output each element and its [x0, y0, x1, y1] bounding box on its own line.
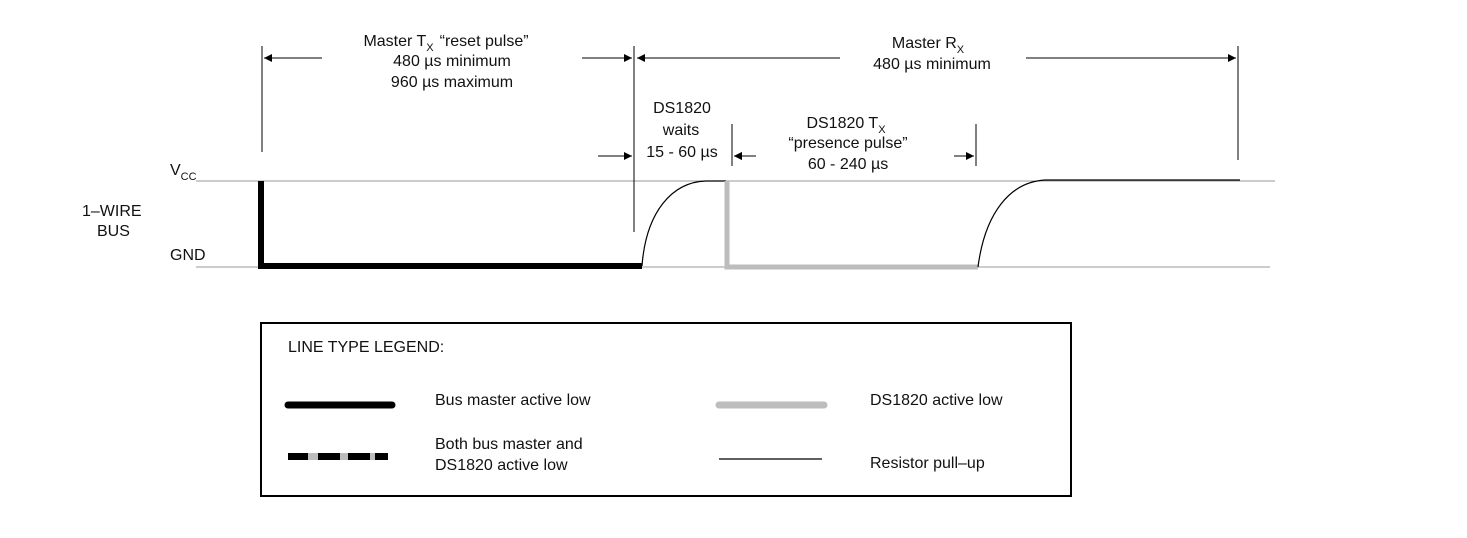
legend-label-ds1820: DS1820 active low	[870, 392, 1003, 409]
ds-waits-line1: DS1820	[653, 100, 711, 117]
pullup-recovery-2	[977, 179, 1240, 268]
master-tx-label: Master TX“reset pulse”	[363, 33, 528, 54]
master-rx-label: Master RX	[892, 35, 965, 56]
legend-label-both-line1: Both bus master and	[435, 436, 583, 453]
ds-tx-presence: “presence pulse”	[788, 135, 907, 152]
ds1820-presence-pulse-trace	[724, 181, 978, 270]
bus-label-line1: 1–WIRE	[82, 203, 142, 220]
master-rx-min: 480 µs minimum	[873, 56, 991, 73]
legend-title: LINE TYPE LEGEND:	[288, 339, 444, 356]
gnd-label: GND	[170, 247, 206, 264]
legend-label-bus-master: Bus master active low	[435, 392, 591, 409]
ds-tx-label: DS1820 TX	[806, 115, 886, 136]
pullup-recovery-1	[641, 180, 726, 267]
bus-label-line2: BUS	[97, 223, 130, 240]
master-tx-min: 480 µs minimum	[393, 53, 511, 70]
legend-label-pullup: Resistor pull–up	[870, 455, 985, 472]
ds-waits-line2: waits	[662, 122, 699, 139]
bus-master-active-low-trace	[258, 181, 642, 269]
legend-label-both-line2: DS1820 active low	[435, 457, 568, 474]
ds-waits-line3: 15 - 60 µs	[646, 144, 717, 161]
line-type-legend: LINE TYPE LEGEND: Bus master active low …	[260, 322, 1072, 497]
vcc-label: VCC	[170, 162, 197, 183]
master-tx-max: 960 µs maximum	[391, 74, 513, 91]
legend-frame	[260, 322, 1072, 497]
ds-tx-range: 60 - 240 µs	[808, 156, 888, 173]
legend-swatch-both	[288, 453, 388, 460]
